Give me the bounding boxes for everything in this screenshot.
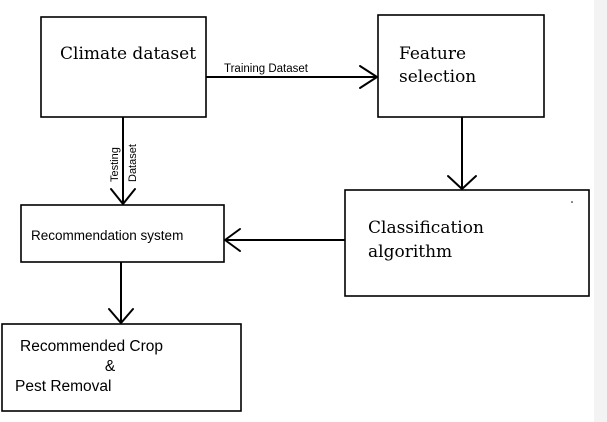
flow-diagram: Climate dataset Feature selection Classi… [1, 14, 590, 412]
classification-algorithm-node: Classification algorithm [344, 189, 590, 297]
feature-selection-label-line2: selection [399, 67, 476, 87]
testing-dataset-arrow: Testing Dataset [109, 117, 139, 205]
classification-label-line2: algorithm [368, 242, 452, 262]
training-dataset-arrow: Training Dataset [206, 63, 378, 89]
training-dataset-label: Training Dataset [224, 63, 309, 75]
climate-dataset-label: Climate dataset [60, 44, 196, 64]
classification-to-recommendation-arrow [224, 228, 345, 252]
recommendation-system-label: Recommendation system [31, 228, 183, 243]
stray-dot [571, 201, 573, 203]
recommended-crop-node: Recommended Crop & Pest Removal [1, 323, 242, 412]
recommendation-to-output-arrow [108, 262, 134, 324]
output-label-line3: Pest Removal [15, 378, 111, 395]
feature-selection-label-line1: Feature [399, 44, 466, 64]
feature-to-classification-arrow [447, 117, 477, 190]
feature-selection-node: Feature selection [377, 14, 545, 118]
testing-dataset-label-line1: Testing [109, 147, 121, 182]
right-edge-strip [594, 0, 607, 422]
output-label-line1: Recommended Crop [20, 338, 163, 355]
climate-dataset-node: Climate dataset [40, 16, 207, 118]
output-label-line2: & [105, 358, 116, 375]
classification-label-line1: Classification [368, 218, 484, 238]
testing-dataset-label-line2: Dataset [127, 144, 139, 182]
recommendation-system-node: Recommendation system [20, 204, 225, 263]
